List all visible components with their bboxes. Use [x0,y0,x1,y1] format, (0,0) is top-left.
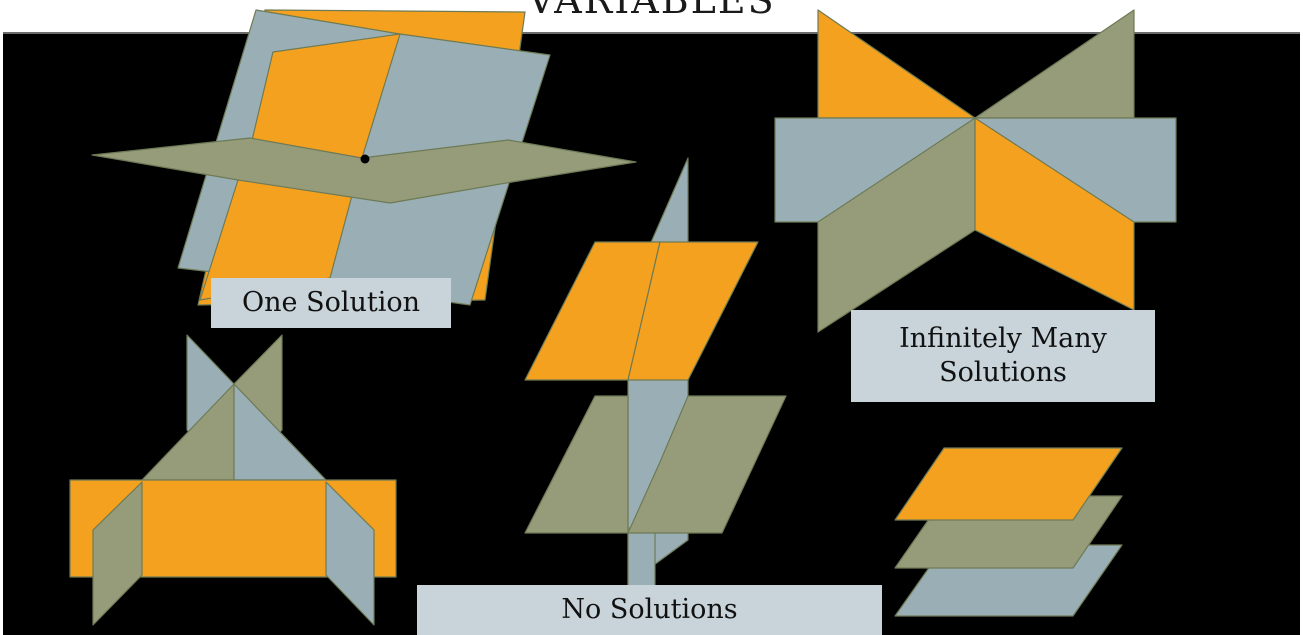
olive-horizontal-plane [91,137,637,204]
one-solution-diagram [91,9,637,306]
one-solution-label: One Solution [211,278,451,328]
slide-frame-right [1300,0,1303,635]
vertical-plane-diagram [524,157,787,587]
orange-parallel-plane [894,447,1123,521]
olive-plane-lower-left [524,395,629,534]
slide-title: VARIABLES [527,0,776,22]
one-solution-text: One Solution [242,287,420,319]
no-solutions-text: No Solutions [561,594,738,626]
orange-plane-horizontal [69,479,397,578]
olive-flap-left [92,481,143,626]
parallel-planes-diagram [894,447,1123,617]
slide-frame-left [0,0,3,635]
infinite-solutions-label: Infinitely Many Solutions [851,310,1155,402]
title-bar: VARIABLES [0,0,1303,34]
olive-triangle-top [974,9,1135,119]
orange-triangle-top [817,9,976,119]
pairwise-intersect-diagram [69,334,397,626]
infinite-solutions-text-line1: Infinitely Many [899,323,1107,355]
olive-plane-lower-right [627,395,787,534]
gray-flap-right [325,481,375,626]
infinite-solutions-diagram [774,9,1177,333]
gray-vertical-stem [627,527,656,587]
orange-plane-upper-right [627,241,759,381]
intersection-point [360,154,370,164]
no-solutions-label: No Solutions [417,585,882,635]
infinite-solutions-text-line2: Solutions [939,357,1067,388]
title-underline [0,32,1303,34]
